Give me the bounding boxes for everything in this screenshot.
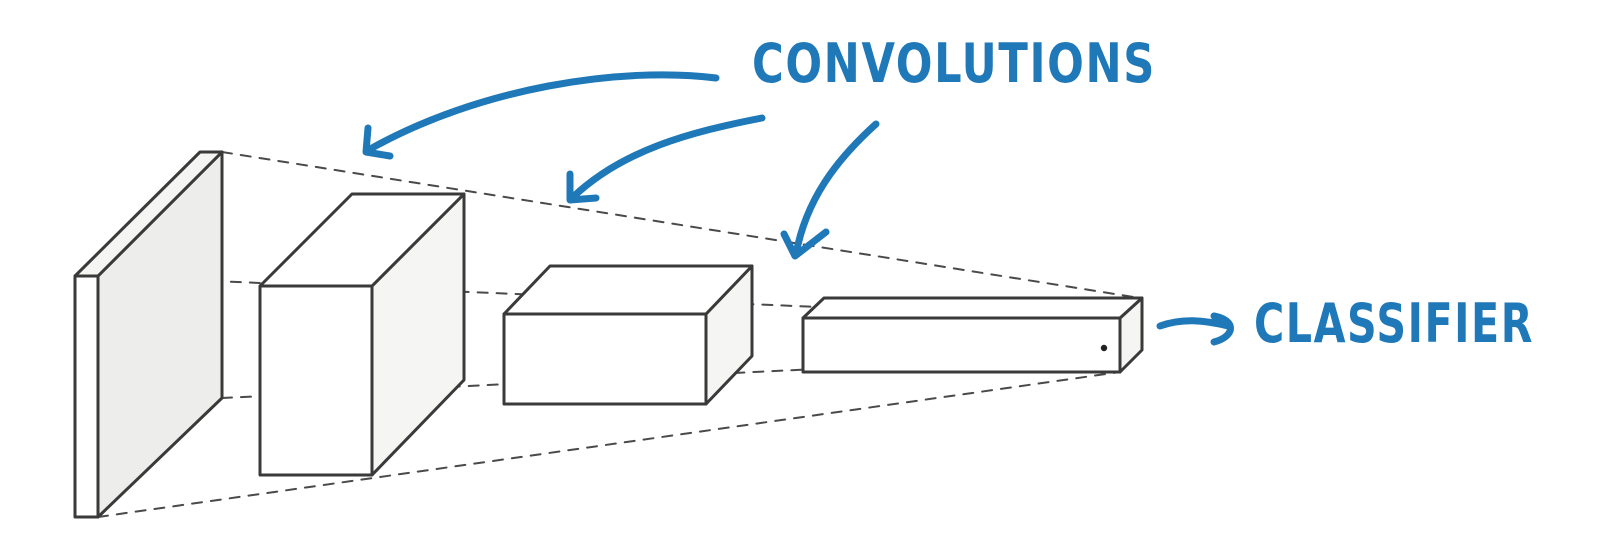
input-layer-front	[73, 274, 100, 519]
classifier-label: CLASSIFIER	[1254, 292, 1534, 355]
conv-block-2-top	[502, 264, 754, 316]
arrow-to-conv-block-1	[362, 71, 720, 160]
arrow-to-conv-block-2	[566, 114, 766, 204]
conv-block-3	[801, 296, 1144, 374]
guide-top	[221, 151, 1141, 299]
conv-block-1-front	[258, 284, 374, 477]
input-layer	[73, 150, 224, 519]
conv-block-2-front	[502, 312, 708, 406]
guide-bottom	[97, 371, 1121, 518]
conv-block-2	[502, 264, 754, 406]
arrow-to-conv-block-3	[780, 120, 880, 260]
annotation-arrows	[362, 71, 1234, 346]
conv-block-3-top	[801, 296, 1144, 320]
arrow-to-classifier	[1156, 312, 1234, 346]
conv-block-1	[258, 192, 466, 477]
convolutions-label: CONVOLUTIONS	[752, 32, 1156, 95]
conv-block-3-dot	[1100, 344, 1108, 352]
conv-block-3-front	[801, 316, 1122, 374]
